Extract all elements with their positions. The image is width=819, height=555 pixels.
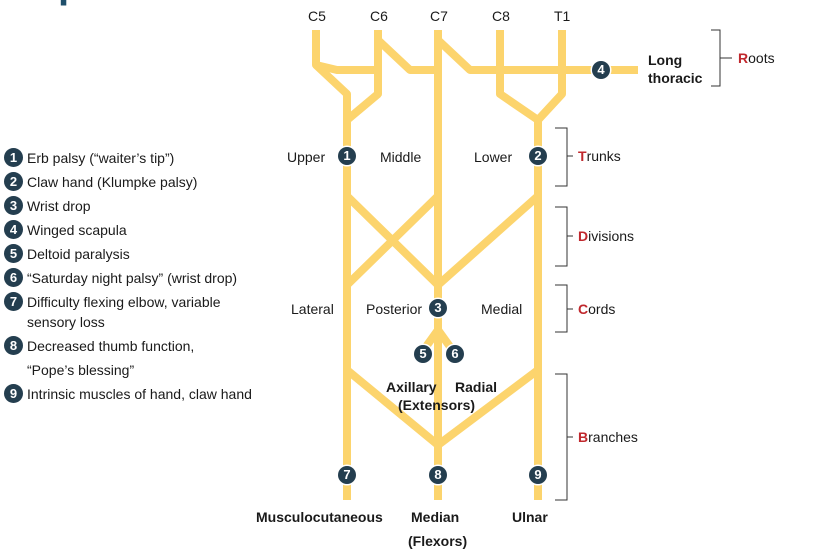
section-label-cords: Cords bbox=[578, 301, 616, 317]
section-brackets bbox=[555, 29, 732, 501]
legend-number: 9 bbox=[4, 384, 23, 403]
legend-item: 6 “Saturday night palsy” (wrist drop) bbox=[4, 268, 267, 288]
injury-marker-7: 7 bbox=[338, 466, 356, 484]
legend-number: 2 bbox=[4, 172, 23, 191]
title-fragment: p bbox=[58, 0, 118, 6]
legend-item: 2 Claw hand (Klumpke palsy) bbox=[4, 172, 267, 192]
root-link-left bbox=[315, 61, 378, 74]
branch-label-radial: Radial bbox=[455, 379, 498, 395]
root-label-c5: C5 bbox=[308, 8, 326, 24]
nerve-paths bbox=[312, 30, 638, 500]
section-label-trunks: Trunks bbox=[578, 148, 621, 164]
legend-text: Erb palsy (“waiter’s tip”) bbox=[27, 150, 175, 166]
branch-label-musculocutaneous: Musculocutaneous bbox=[256, 509, 383, 525]
legend-item: 9 Intrinsic muscles of hand, claw hand bbox=[4, 384, 267, 404]
division-middle-anterior bbox=[344, 193, 441, 288]
legend-text: “Saturday night palsy” (wrist drop) bbox=[27, 270, 238, 286]
section-label-roots: Roots bbox=[738, 50, 775, 66]
root-label-t1: T1 bbox=[554, 8, 571, 24]
injury-marker-1: 1 bbox=[338, 147, 356, 165]
legend-text: Intrinsic muscles of hand, claw hand bbox=[27, 386, 252, 402]
bracket-divisions bbox=[555, 206, 573, 267]
legend-text-continued: “Pope’s blessing” bbox=[27, 362, 135, 378]
branch-label-ulnar: Ulnar bbox=[512, 509, 548, 525]
injury-marker-8: 8 bbox=[429, 466, 447, 484]
root-link-c7 bbox=[435, 37, 500, 74]
trunk-label-middle: Middle bbox=[380, 149, 422, 165]
long-thoracic-label-line2: thoracic bbox=[648, 70, 703, 86]
median-lateral-root bbox=[344, 366, 441, 449]
injury-marker-4: 4 bbox=[592, 61, 610, 79]
legend-item: 1 Erb palsy (“waiter’s tip”) bbox=[4, 148, 267, 168]
legend-number: 8 bbox=[4, 336, 23, 355]
legend-number: 6 bbox=[4, 268, 23, 287]
injury-marker-3: 3 bbox=[429, 299, 447, 317]
injury-marker-6: 6 bbox=[446, 345, 464, 363]
injury-marker-9: 9 bbox=[529, 466, 547, 484]
root-t1-path bbox=[535, 30, 566, 123]
legend-item: 3 Wrist drop bbox=[4, 196, 267, 216]
median-medial-root bbox=[435, 366, 541, 449]
legend-item: 5 Deltoid paralysis bbox=[4, 244, 267, 264]
injury-marker-2: 2 bbox=[529, 147, 547, 165]
root-label-c7: C7 bbox=[430, 8, 448, 24]
section-label-divisions: Divisions bbox=[578, 228, 635, 244]
legend-text: Deltoid paralysis bbox=[27, 246, 130, 262]
cord-label-posterior: Posterior bbox=[366, 301, 423, 317]
branch-label-extensors: (Extensors) bbox=[398, 397, 476, 413]
root-link-mid bbox=[375, 37, 438, 74]
branch-label-median: Median bbox=[411, 509, 460, 525]
legend-text: Difficulty flexing elbow, variable senso… bbox=[27, 294, 221, 330]
root-c5-path bbox=[312, 30, 351, 120]
legend-number: 3 bbox=[4, 196, 23, 215]
injury-marker-5: 5 bbox=[414, 345, 432, 363]
branch-label-axillary: Axillary bbox=[386, 379, 437, 395]
bracket-cords bbox=[555, 284, 573, 333]
trunk-label-lower: Lower bbox=[474, 149, 513, 165]
section-label-branches: Branches bbox=[578, 429, 638, 445]
root-label-c6: C6 bbox=[370, 8, 388, 24]
legend-number: 5 bbox=[4, 244, 23, 263]
legend-number: 7 bbox=[4, 292, 23, 311]
root-label-c8: C8 bbox=[492, 8, 510, 24]
legend-text: Wrist drop bbox=[27, 198, 91, 214]
legend-text: Claw hand (Klumpke palsy) bbox=[27, 174, 198, 190]
legend-text: Decreased thumb function, bbox=[27, 338, 195, 354]
division-lower-posterior bbox=[435, 193, 541, 288]
long-thoracic-label-line1: Long bbox=[648, 52, 683, 68]
legend-item: 8 Decreased thumb function, bbox=[4, 336, 267, 356]
legend-item: 4 Winged scapula bbox=[4, 220, 267, 240]
cord-label-lateral: Lateral bbox=[291, 301, 334, 317]
trunk-label-upper: Upper bbox=[287, 149, 326, 165]
root-c6-path bbox=[344, 30, 382, 124]
bracket-roots bbox=[711, 29, 732, 87]
legend-number: 4 bbox=[4, 220, 23, 239]
branch-label-flexors: (Flexors) bbox=[408, 533, 468, 549]
legend-text: Winged scapula bbox=[27, 222, 127, 238]
bracket-branches bbox=[555, 373, 573, 501]
legend-number: 1 bbox=[4, 148, 23, 167]
root-c8-path bbox=[496, 30, 541, 124]
bracket-trunks bbox=[555, 127, 573, 187]
legend-item: 7 Difficulty flexing elbow, variable sen… bbox=[4, 292, 267, 332]
cord-label-medial: Medial bbox=[481, 301, 523, 317]
